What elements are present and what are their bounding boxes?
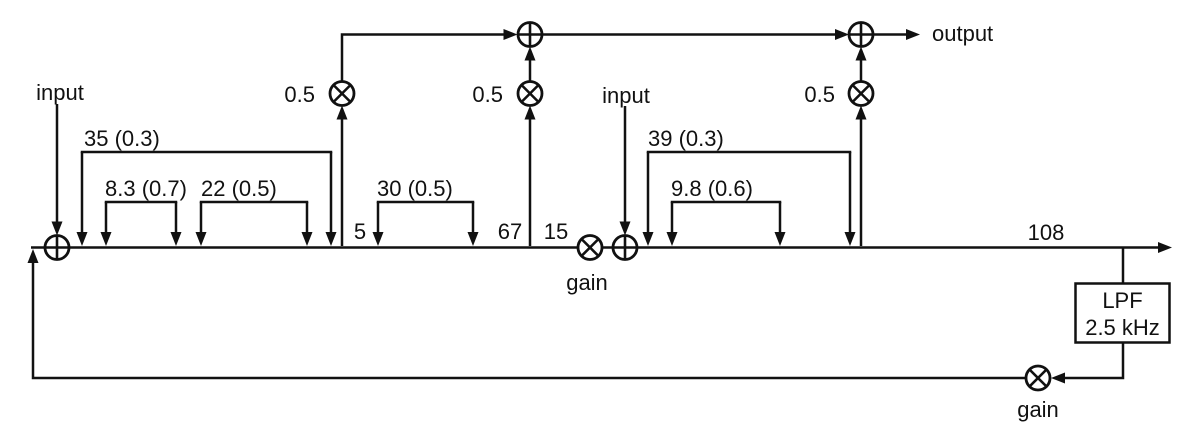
feedback-gain-label: gain [1017,397,1059,422]
inline-gain-multiplier-icon [576,234,604,261]
inline-gain-label: gain [566,270,608,295]
delay-bracket-39 [642,150,856,246]
input-right-label: input [602,83,650,108]
lpf-title: LPF [1102,288,1142,313]
tap-multiplier-2-icon [516,80,544,107]
delay-bracket-9-8 [666,200,786,246]
multiplier1-to-summer1-line [340,29,518,82]
delay-bracket-30 [372,200,479,246]
tap-multiplier-1-icon [328,80,356,107]
feedback-return-line [27,249,1026,380]
bracket-label-39: 39 (0.3) [648,126,724,151]
lpf-block: LPF 2.5 kHz [1074,282,1171,344]
input-summer-right-icon [611,234,639,261]
lpf-output-line [1051,343,1125,384]
bracket-label-30: 30 (0.5) [377,176,453,201]
input-left-label: input [36,80,84,105]
segment-length-67: 67 [498,219,522,244]
input-summer-left-icon [43,234,71,261]
bracket-label-22: 22 (0.5) [201,176,277,201]
tap-gain-label-3: 0.5 [804,82,835,107]
bracket-label-9-8: 9.8 (0.6) [671,176,753,201]
tap-multiplier-3-icon [847,80,875,107]
lpf-cutoff: 2.5 kHz [1085,315,1160,340]
tap-gain-label-1: 0.5 [284,82,315,107]
tap-gain-label-2: 0.5 [472,82,503,107]
feedback-gain-multiplier-icon [1024,364,1052,392]
output-summer-2-icon [847,21,875,48]
output-summer-1-icon [516,21,544,48]
segment-length-108: 108 [1028,220,1065,245]
segment-length-5: 5 [354,219,366,244]
bracket-label-8-3: 8.3 (0.7) [105,176,187,201]
delay-bracket-8-3 [100,200,182,246]
delay-bracket-22 [195,200,313,246]
delay-bracket-35 [76,150,337,246]
output-label: output [932,21,993,46]
bracket-label-35: 35 (0.3) [84,126,160,151]
segment-length-15: 15 [544,219,568,244]
